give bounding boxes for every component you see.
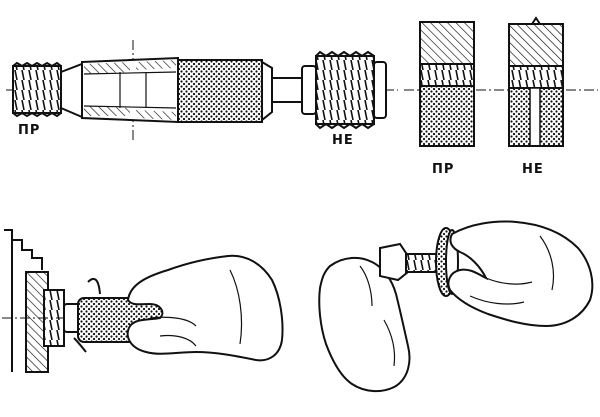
label-plug-go: ПР (18, 123, 40, 138)
hand-right-turning-ring (447, 220, 594, 328)
plug-neck (271, 77, 303, 103)
ring-gauge-nogo (508, 16, 564, 147)
rotation-arrow-top (87, 278, 101, 295)
usage-ring-on-bolt (318, 220, 594, 392)
plug-shank (60, 56, 179, 124)
plug-knurled-handle (177, 59, 273, 123)
usage-plug-in-workpiece (2, 229, 284, 373)
label-ring-nogo: НЕ (522, 162, 544, 177)
bolt-head (379, 242, 409, 282)
thread-plug-gauge: ПР НЕ (6, 40, 398, 148)
ring-gauge-go (419, 21, 475, 147)
plug-nogo-thread-end (301, 50, 387, 130)
hand-right-holding-plug (126, 254, 284, 362)
rotation-arrow-bottom (73, 337, 87, 353)
label-plug-nogo: НЕ (332, 133, 354, 148)
thread-ring-gauges: ПР НЕ (404, 16, 598, 177)
plug-go-thread-end (12, 61, 62, 118)
label-ring-go: ПР (432, 162, 454, 177)
workpiece-steps (4, 229, 43, 270)
